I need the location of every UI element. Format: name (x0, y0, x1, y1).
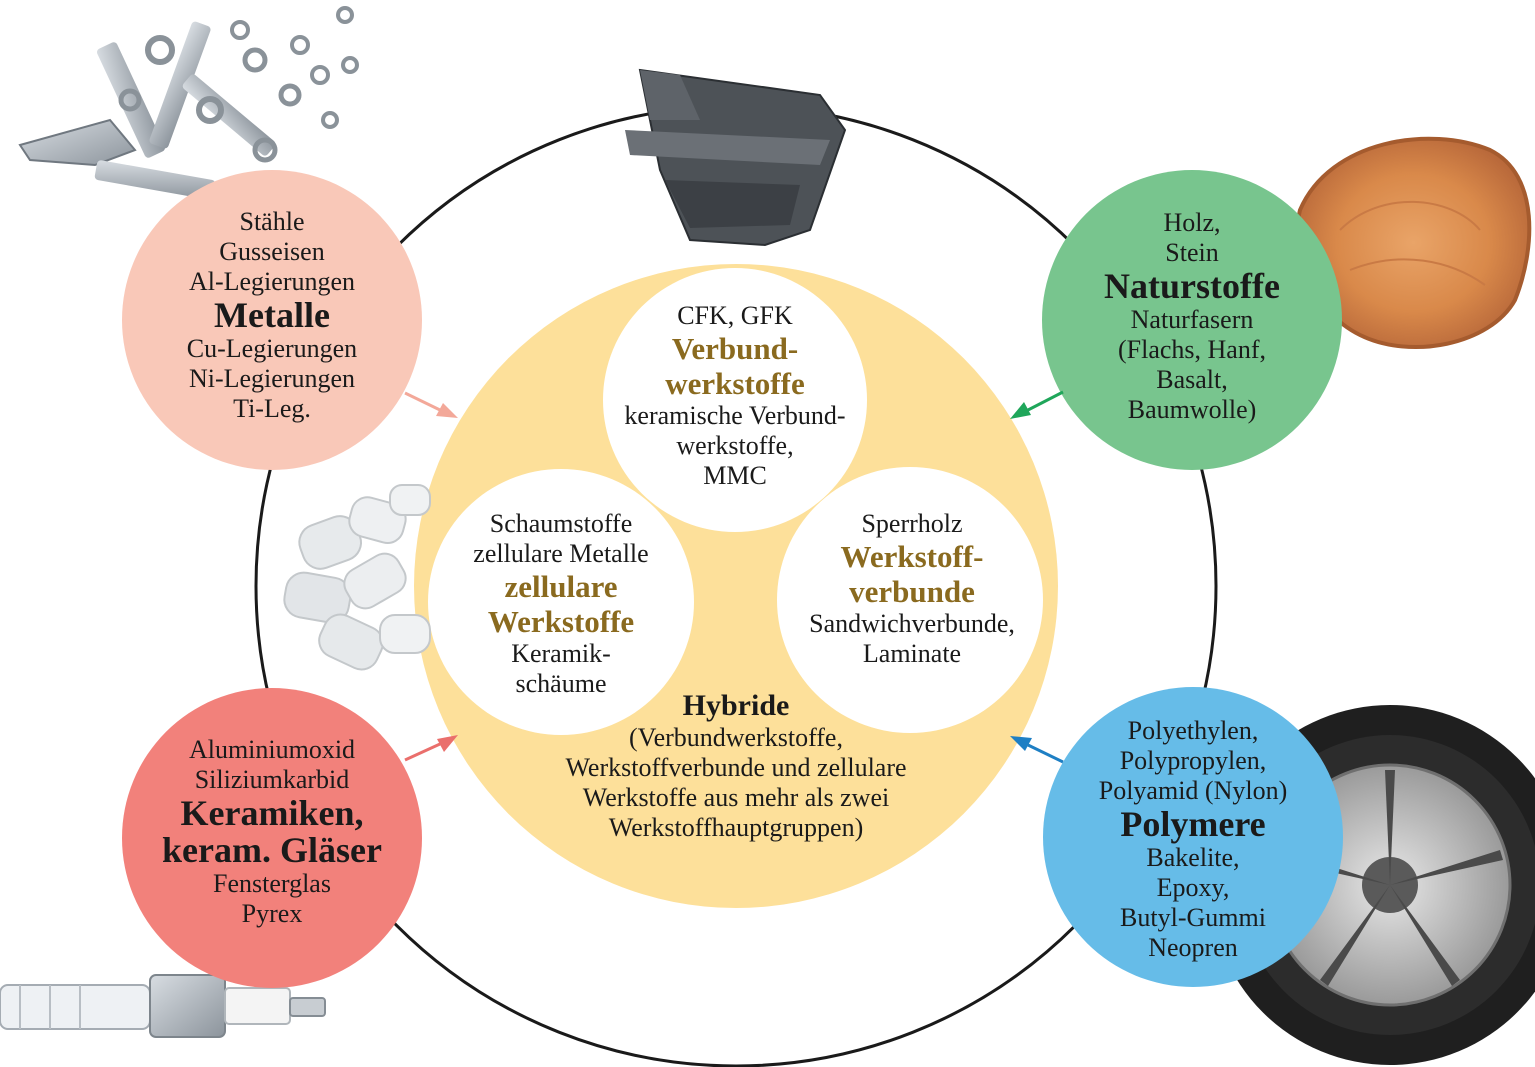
polymere-circle (1043, 687, 1343, 987)
natur-line: Baumwolle) (1127, 395, 1257, 424)
natur-circle (1042, 170, 1342, 470)
zellular-line: schäume (515, 669, 607, 698)
keramik-line: Fensterglas (213, 869, 331, 898)
verbund-title: werkstoffe (665, 366, 805, 401)
metalle-title: Metalle (214, 295, 330, 335)
polymere-line: Epoxy, (1156, 873, 1230, 902)
natur-line: Naturfasern (1130, 305, 1254, 334)
natur-text: Holz, Stein Naturstoffe Naturfasern (Fla… (1042, 208, 1342, 425)
werkstoffverbunde-text: Sperrholz Werkstoff- verbunde Sandwichve… (762, 509, 1062, 669)
keramik-line: Aluminiumoxid (188, 735, 356, 764)
verbund-line: keramische Verbund- (624, 401, 846, 430)
zellular-text: Schaumstoffe zellulare Metalle zellulare… (411, 509, 711, 699)
natur-line: (Flachs, Hanf, (1117, 335, 1266, 364)
verbund-line: werkstoffe, (676, 431, 794, 460)
verbund-title: Verbund- (671, 331, 799, 366)
metalle-text: Stähle Gusseisen Al-Legierungen Metalle … (122, 207, 422, 424)
verbund-line: MMC (703, 461, 767, 490)
keramik-line: Siliziumkarbid (194, 765, 350, 794)
foam-pellets-image (283, 484, 431, 671)
hybride-line: Werkstoffe aus mehr als zwei (582, 783, 890, 812)
polymere-line: Butyl-Gummi (1120, 903, 1266, 932)
natur-line: Holz, (1163, 208, 1221, 237)
verbund-circle (603, 268, 867, 532)
keramik-line: Pyrex (241, 899, 303, 928)
metalle-circle (122, 170, 422, 470)
hybride-title: Hybride (682, 689, 790, 722)
hybride-text: Hybride (Verbundwerkstoffe, Werkstoffver… (536, 689, 936, 843)
car-bumper-image (625, 68, 847, 247)
polymere-line: Bakelite, (1146, 843, 1240, 872)
arrow-natur (1010, 390, 1064, 419)
natur-title: Naturstoffe (1104, 266, 1280, 306)
arrow-polymere (1010, 736, 1064, 764)
keramik-title: keram. Gläser (162, 830, 382, 870)
werkstoffverbunde-circle (777, 467, 1043, 733)
zellular-title: zellulare (504, 569, 618, 604)
zellular-circle (428, 469, 694, 735)
werkstoffverbunde-title: verbunde (849, 574, 975, 609)
verbund-text: CFK, GFK Verbund- werkstoffe keramische … (585, 301, 885, 491)
keramik-title: Keramiken, (180, 793, 364, 833)
metalle-line: Al-Legierungen (188, 267, 356, 296)
hybride-line: Werkstoffhauptgruppen) (608, 813, 864, 842)
werkstoffverbunde-line: Sperrholz (861, 509, 963, 538)
metalle-line: Gusseisen (219, 237, 325, 266)
verbund-line: CFK, GFK (677, 301, 793, 330)
polymere-line: Polyamid (Nylon) (1098, 776, 1288, 805)
zellular-line: Keramik- (511, 639, 611, 668)
zellular-line: Schaumstoffe (489, 509, 633, 538)
polymere-title: Polymere (1120, 804, 1266, 844)
spark-plug-image (0, 974, 326, 1038)
metalle-line: Stähle (239, 207, 305, 236)
polymere-text: Polyethylen, Polypropylen, Polyamid (Nyl… (1043, 716, 1343, 963)
hybride-line: Werkstoffverbunde und zellulare (565, 753, 907, 782)
metalle-line: Cu-Legierungen (186, 334, 358, 363)
keramik-text: Aluminiumoxid Siliziumkarbid Keramiken, … (122, 735, 422, 929)
keramik-circle (122, 688, 422, 988)
polymere-line: Polyethylen, (1127, 716, 1259, 745)
arrow-metalle (404, 391, 458, 418)
werkstoffverbunde-line: Sandwichverbunde, (809, 609, 1015, 638)
werkstoffverbunde-line: Laminate (862, 639, 962, 668)
werkstoffverbunde-title: Werkstoff- (840, 539, 984, 574)
natur-line: Basalt, (1156, 365, 1228, 394)
arrow-keramik (404, 735, 458, 762)
metalle-line: Ni-Legierungen (188, 364, 356, 393)
polymere-line: Neopren (1148, 933, 1238, 962)
hybride-line: (Verbundwerkstoffe, (629, 723, 843, 752)
metalle-line: Ti-Leg. (233, 394, 311, 423)
zellular-title: Werkstoffe (487, 604, 635, 639)
polymere-line: Polypropylen, (1119, 746, 1267, 775)
natur-line: Stein (1165, 238, 1219, 267)
hybride-disc (414, 264, 1058, 908)
bolts-nuts-image (18, 6, 359, 200)
zellular-line: zellulare Metalle (473, 539, 649, 568)
